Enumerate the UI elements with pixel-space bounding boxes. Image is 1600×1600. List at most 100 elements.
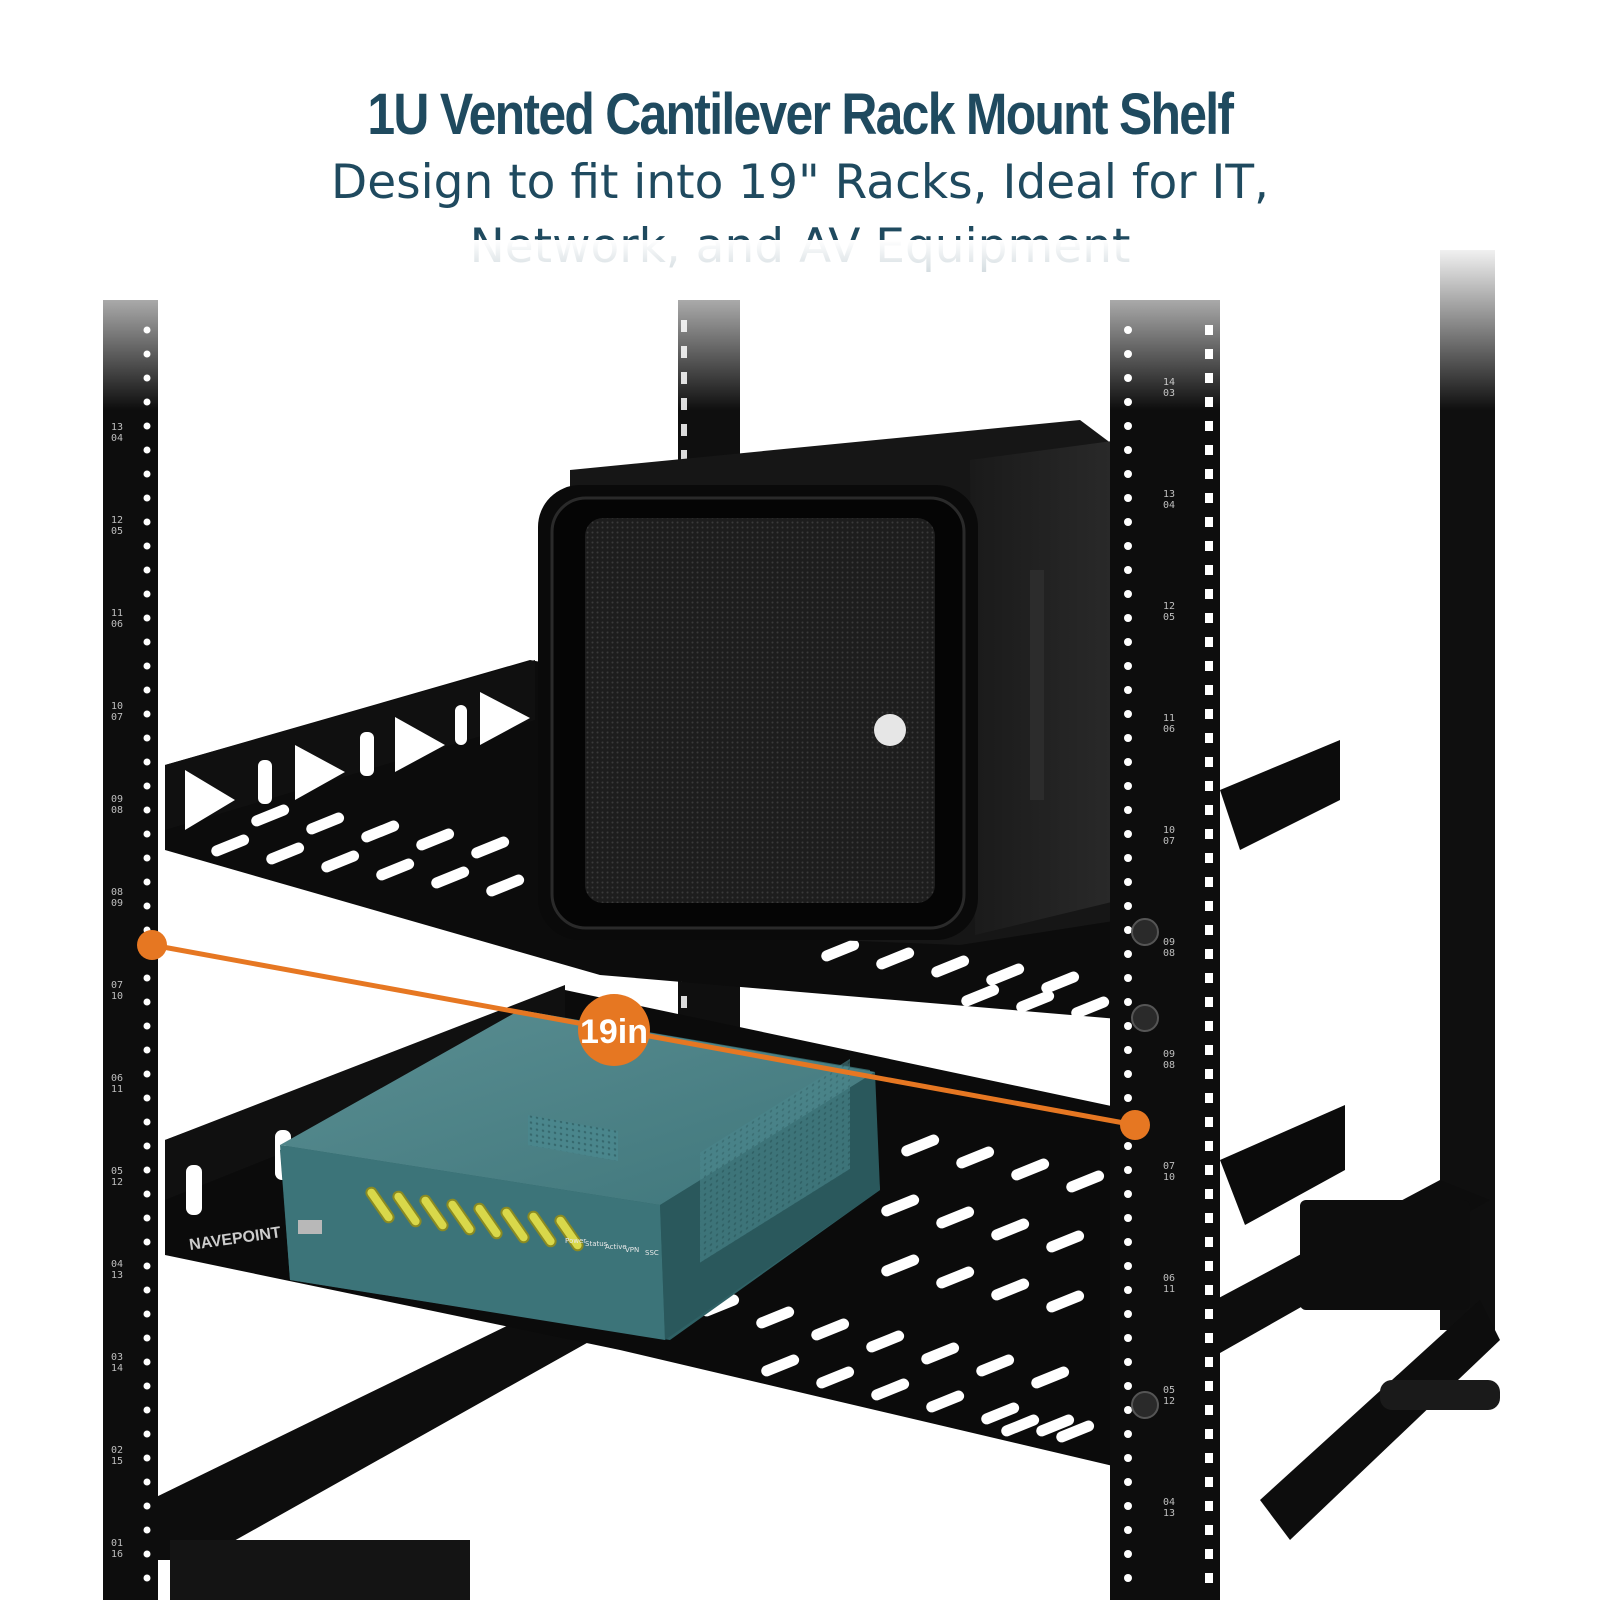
rail-hole	[1124, 998, 1132, 1006]
rail-hole	[143, 806, 151, 814]
vent-slot	[416, 828, 455, 851]
vent-slot	[1041, 971, 1080, 994]
rail-hole	[143, 1166, 151, 1174]
rail-slot	[1205, 1429, 1213, 1439]
vent-slot	[921, 1342, 960, 1365]
rail-unit-number: 12	[1163, 1396, 1175, 1407]
rail-slot	[1205, 661, 1213, 671]
rail-hole	[1124, 1238, 1132, 1246]
rail-hole	[143, 422, 151, 430]
rail-unit-number: 12	[1163, 601, 1175, 612]
rail-slot	[1205, 1477, 1213, 1487]
rail-slot	[1205, 517, 1213, 527]
rail-unit-number: 08	[111, 887, 123, 898]
rail-hole	[1124, 974, 1132, 982]
rail-slot	[1205, 853, 1213, 863]
rail-slot	[1205, 613, 1213, 623]
rail-unit-number: 12	[111, 1177, 123, 1188]
rail-slot	[1205, 1573, 1213, 1583]
rail-hole	[1124, 1502, 1132, 1510]
rail-unit-number: 06	[1163, 1273, 1175, 1284]
rail-hole	[143, 662, 151, 670]
rail-hole	[143, 1574, 151, 1582]
rail-slot	[1205, 757, 1213, 767]
rail-slot	[1205, 1405, 1213, 1415]
dimension-start-marker	[137, 930, 167, 960]
port-led-icon	[419, 1194, 449, 1232]
rail-unit-number: 15	[111, 1456, 123, 1467]
rail-hole	[143, 1478, 151, 1486]
rail-unit-number: 08	[1163, 948, 1175, 959]
rail-slot	[1205, 1141, 1213, 1151]
rail-slot	[1205, 421, 1213, 431]
dimension-label-badge	[578, 994, 650, 1066]
vent-slot	[866, 1330, 905, 1353]
rail-hole	[143, 734, 151, 742]
vent-slot	[1011, 1158, 1050, 1181]
rail-unit-number: 13	[1163, 1508, 1175, 1519]
rail-hole	[1124, 518, 1132, 526]
rail-slot	[1205, 637, 1213, 647]
rail-unit-number: 07	[111, 712, 123, 723]
rail-hole	[1124, 1214, 1132, 1222]
rail-unit-number: 05	[111, 526, 123, 537]
rail-hole	[143, 1022, 151, 1030]
vent-slot	[1031, 1366, 1070, 1389]
rail-slot	[1205, 493, 1213, 503]
vent-slot	[701, 1294, 740, 1317]
rail-unit-number: 10	[111, 991, 123, 1002]
rail-hole	[143, 1502, 151, 1510]
rail-hole	[143, 782, 151, 790]
vent-slot	[251, 804, 290, 827]
rail-unit-number: 03	[111, 1352, 123, 1363]
rail-hole	[1124, 638, 1132, 646]
rail-hole	[1124, 422, 1132, 430]
vent-slot	[1036, 1414, 1075, 1437]
rail-unit-number: 04	[1163, 1497, 1175, 1508]
vent-slot	[961, 984, 1000, 1007]
rail-hole	[1124, 1262, 1132, 1270]
rack-front-right-rail: 1403130412051106100709080908071006110512…	[1110, 300, 1220, 1600]
port-led-icon	[527, 1210, 557, 1248]
rail-unit-number: 06	[111, 1073, 123, 1084]
rail-hole	[1124, 1526, 1132, 1534]
vent-slot	[1071, 996, 1110, 1019]
rail-hole	[1124, 1094, 1132, 1102]
product-subtitle-line-1: Design to fit into 19" Racks, Ideal for …	[331, 155, 1269, 210]
rail-slot	[681, 996, 687, 1008]
rail-hole	[143, 1046, 151, 1054]
rail-slot	[1205, 1165, 1213, 1175]
rail-hole	[143, 542, 151, 550]
vent-slot	[1056, 1420, 1095, 1443]
rail-slot	[1205, 781, 1213, 791]
rail-hole	[143, 974, 151, 982]
rail-hole	[143, 998, 151, 1006]
rail-slot	[1205, 1501, 1213, 1511]
vent-slot	[1066, 1170, 1105, 1193]
rail-unit-number: 11	[1163, 1284, 1175, 1295]
rail-slot	[1205, 1189, 1213, 1199]
rail-hole	[1124, 1046, 1132, 1054]
vent-slot	[901, 1134, 940, 1157]
rail-hole	[1124, 1478, 1132, 1486]
rail-hole	[143, 758, 151, 766]
rail-slot	[1205, 1309, 1213, 1319]
rail-hole	[1124, 542, 1132, 550]
rail-hole	[1124, 686, 1132, 694]
rail-unit-number: 01	[111, 1538, 123, 1549]
rail-hole	[1124, 1286, 1132, 1294]
rail-hole	[143, 710, 151, 718]
port-led-icon	[473, 1202, 503, 1240]
rail-hole	[1124, 1310, 1132, 1318]
vent-slot	[1016, 990, 1055, 1013]
rail-unit-number: 10	[111, 701, 123, 712]
rail-hole	[1124, 494, 1132, 502]
rail-hole	[143, 1454, 151, 1462]
vent-slot	[376, 858, 415, 881]
rail-hole	[1124, 446, 1132, 454]
rail-hole	[143, 1334, 151, 1342]
rail-hole	[1124, 854, 1132, 862]
rail-slot	[1205, 829, 1213, 839]
rail-unit-number: 11	[1163, 713, 1175, 724]
rail-hole	[1124, 470, 1132, 478]
